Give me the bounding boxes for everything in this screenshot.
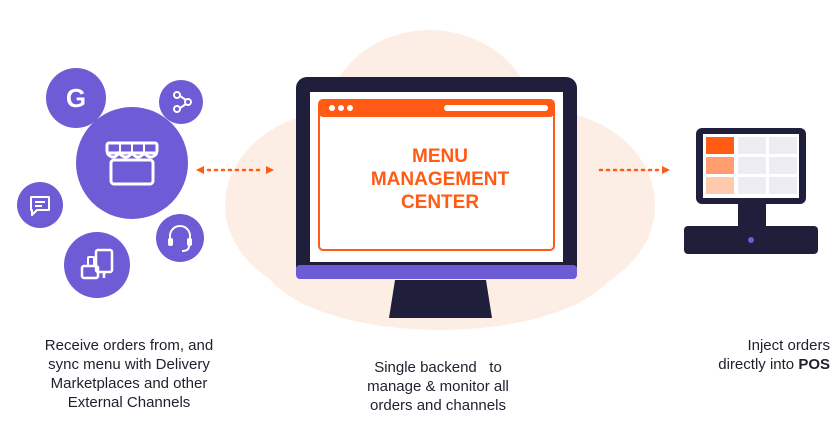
channels-cluster: G bbox=[17, 68, 204, 298]
pos-label: POS bbox=[798, 356, 830, 373]
right-caption-line2: directly into POS bbox=[684, 355, 830, 374]
monitor-chin bbox=[296, 265, 577, 279]
chat-icon bbox=[17, 182, 63, 228]
center-caption: Single backend to manage & monitor all o… bbox=[328, 358, 548, 415]
connector-right-arrow bbox=[598, 166, 670, 174]
left-caption-line: Receive orders from, and bbox=[44, 337, 214, 354]
browser-window bbox=[318, 99, 555, 251]
left-caption: Receive orders from, and sync menu with … bbox=[5, 336, 253, 412]
left-caption-line: Marketplaces and other bbox=[50, 375, 208, 392]
pos-terminal bbox=[684, 128, 818, 254]
connector-left-bidirectional bbox=[196, 166, 274, 174]
screen-title-line2: MANAGEMENT bbox=[371, 169, 510, 190]
center-caption-line: orders and channels bbox=[370, 397, 506, 414]
right-caption-line1: Inject orders bbox=[747, 337, 830, 354]
right-caption-prefix: directly into bbox=[718, 356, 799, 373]
monitor: MENU MANAGEMENT CENTER bbox=[296, 77, 577, 318]
share-icon bbox=[159, 80, 203, 124]
left-caption-line: sync menu with Delivery bbox=[48, 356, 210, 373]
left-caption-line: External Channels bbox=[67, 394, 191, 411]
headset-icon bbox=[156, 214, 204, 262]
screen-title-line1: MENU bbox=[412, 146, 468, 167]
center-caption-line: Single backend to bbox=[374, 359, 502, 376]
devices-icon bbox=[64, 232, 130, 298]
monitor-stand bbox=[389, 280, 492, 318]
svg-text:G: G bbox=[66, 83, 86, 113]
screen-title-line3: CENTER bbox=[401, 192, 479, 213]
google-icon: G bbox=[46, 68, 106, 128]
storefront-icon bbox=[76, 107, 188, 219]
center-caption-line: manage & monitor all bbox=[367, 378, 509, 395]
right-caption: Inject orders directly into POS bbox=[684, 336, 830, 374]
